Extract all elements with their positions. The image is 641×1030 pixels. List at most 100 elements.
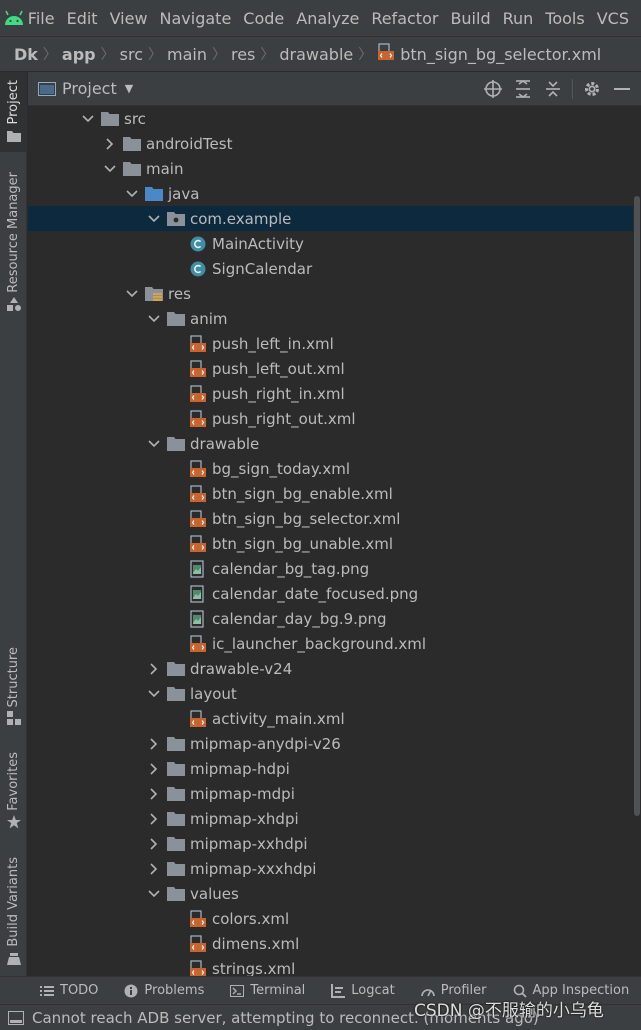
minimize-icon[interactable] <box>607 72 637 106</box>
tree-row[interactable]: java <box>28 181 633 206</box>
tree-row[interactable]: push_right_in.xml <box>28 381 633 406</box>
tool-tab-build-variants[interactable]: Build Variants <box>0 857 27 965</box>
collapse-all-icon[interactable] <box>538 72 568 106</box>
tree-row-label: btn_sign_bg_enable.xml <box>212 484 393 503</box>
tree-row[interactable]: mipmap-hdpi <box>28 756 633 781</box>
locate-target-icon[interactable] <box>478 72 508 106</box>
menu-edit[interactable]: Edit <box>66 8 98 28</box>
shapes-icon <box>6 296 21 315</box>
tree-row[interactable]: values <box>28 881 633 906</box>
chevron-right-icon[interactable] <box>146 781 162 806</box>
gauge-icon <box>420 985 435 997</box>
chevron-down-icon[interactable] <box>124 281 140 306</box>
tool-tab-problems[interactable]: Problems <box>124 983 204 998</box>
menu-code[interactable]: Code <box>243 8 285 28</box>
chevron-right-icon[interactable] <box>146 756 162 781</box>
tree-row[interactable]: main <box>28 156 633 181</box>
breadcrumb-project[interactable]: Dk <box>14 44 38 64</box>
tool-tab-terminal[interactable]: Terminal <box>230 983 305 998</box>
tree-row[interactable]: calendar_day_bg.9.png <box>28 606 633 631</box>
breadcrumb-main[interactable]: main <box>166 44 207 64</box>
chevron-right-icon[interactable] <box>102 131 118 156</box>
chevron-down-icon[interactable] <box>80 106 96 131</box>
menu-vcs[interactable]: VCS <box>596 8 629 28</box>
chevron-down-icon[interactable]: ▼ <box>124 82 134 95</box>
tree-row[interactable]: mipmap-xxxhdpi <box>28 856 633 881</box>
tree-row[interactable]: drawable-v24 <box>28 656 633 681</box>
tree-row[interactable]: layout <box>28 681 633 706</box>
menu-refactor[interactable]: Refactor <box>371 8 439 28</box>
tree-row[interactable]: push_left_out.xml <box>28 356 633 381</box>
tree-row[interactable]: activity_main.xml <box>28 706 633 731</box>
tool-tab-todo[interactable]: TODO <box>40 983 98 998</box>
tree-row[interactable]: MainActivity <box>28 231 633 256</box>
tree-row[interactable]: bg_sign_today.xml <box>28 456 633 481</box>
menu-tools[interactable]: Tools <box>545 8 585 28</box>
menu-build[interactable]: Build <box>450 8 491 28</box>
expand-all-icon[interactable] <box>508 72 538 106</box>
tree-row[interactable]: calendar_date_focused.png <box>28 581 633 606</box>
tree-row[interactable]: btn_sign_bg_selector.xml <box>28 506 633 531</box>
chevron-down-icon[interactable] <box>146 306 162 331</box>
gear-icon[interactable] <box>577 72 607 106</box>
chevron-down-icon[interactable] <box>102 156 118 181</box>
project-view-selector[interactable]: Project <box>62 79 117 98</box>
tree-row[interactable]: mipmap-anydpi-v26 <box>28 731 633 756</box>
tool-tab-favorites[interactable]: Favorites <box>0 752 27 832</box>
tree-row[interactable]: drawable <box>28 431 633 456</box>
menu-view[interactable]: View <box>109 8 148 28</box>
panel-toggle-icon[interactable] <box>8 1010 24 1025</box>
tree-scrollbar-thumb[interactable] <box>634 196 640 816</box>
breadcrumb-app[interactable]: app <box>61 44 96 64</box>
tree-row[interactable]: androidTest <box>28 131 633 156</box>
chevron-right-icon[interactable] <box>146 731 162 756</box>
tree-row[interactable]: push_right_out.xml <box>28 406 633 431</box>
tree-row[interactable]: SignCalendar <box>28 256 633 281</box>
tree-row[interactable]: mipmap-mdpi <box>28 781 633 806</box>
menu-navigate[interactable]: Navigate <box>159 8 232 28</box>
chevron-down-icon[interactable] <box>146 681 162 706</box>
tree-row[interactable]: btn_sign_bg_enable.xml <box>28 481 633 506</box>
chevron-down-icon[interactable] <box>124 181 140 206</box>
menu-analyze[interactable]: Analyze <box>296 8 360 28</box>
tree-spacer <box>168 581 184 606</box>
tool-tab-resource-manager[interactable]: Resource Manager <box>0 172 27 317</box>
breadcrumb-file[interactable]: btn_sign_bg_selector.xml <box>400 44 602 64</box>
chevron-right-icon[interactable] <box>146 656 162 681</box>
chevron-down-icon[interactable] <box>146 881 162 906</box>
chevron-down-icon[interactable] <box>146 206 162 231</box>
tree-row[interactable]: anim <box>28 306 633 331</box>
chevron-right-icon[interactable] <box>146 806 162 831</box>
tree-row[interactable]: res <box>28 281 633 306</box>
tree-row-label: com.example <box>190 209 292 228</box>
folder-icon <box>167 835 185 853</box>
tree-row[interactable]: btn_sign_bg_unable.xml <box>28 531 633 556</box>
tree-row[interactable]: mipmap-xhdpi <box>28 806 633 831</box>
chevron-right-icon[interactable] <box>146 856 162 881</box>
tree-row-label: mipmap-mdpi <box>190 784 295 803</box>
tree-row[interactable]: push_left_in.xml <box>28 331 633 356</box>
menu-run[interactable]: Run <box>502 8 534 28</box>
tree-row[interactable]: mipmap-xxhdpi <box>28 831 633 856</box>
tree-row[interactable]: calendar_bg_tag.png <box>28 556 633 581</box>
tool-tab-profiler[interactable]: Profiler <box>420 983 487 998</box>
tree-row[interactable]: com.example <box>28 206 633 231</box>
folder-icon <box>167 660 185 678</box>
inspection-icon <box>513 984 527 998</box>
breadcrumb-res[interactable]: res <box>230 44 256 64</box>
tree-row[interactable]: ic_launcher_background.xml <box>28 631 633 656</box>
breadcrumb-drawable[interactable]: drawable <box>279 44 354 64</box>
tree-row[interactable]: strings.xml <box>28 956 633 976</box>
tool-tab-app-inspection[interactable]: App Inspection <box>513 983 629 998</box>
tool-tab-project[interactable]: Project <box>0 72 27 152</box>
tree-row[interactable]: src <box>28 106 633 131</box>
breadcrumb-src[interactable]: src <box>119 44 143 64</box>
tree-row[interactable]: colors.xml <box>28 906 633 931</box>
tree-row[interactable]: dimens.xml <box>28 931 633 956</box>
tool-tab-logcat[interactable]: Logcat <box>331 983 395 998</box>
chevron-down-icon[interactable] <box>146 431 162 456</box>
menu-file[interactable]: File <box>27 8 55 28</box>
chevron-right-icon[interactable] <box>146 831 162 856</box>
tree-scrollbar[interactable] <box>633 106 641 976</box>
tool-tab-structure[interactable]: Structure <box>0 647 27 727</box>
